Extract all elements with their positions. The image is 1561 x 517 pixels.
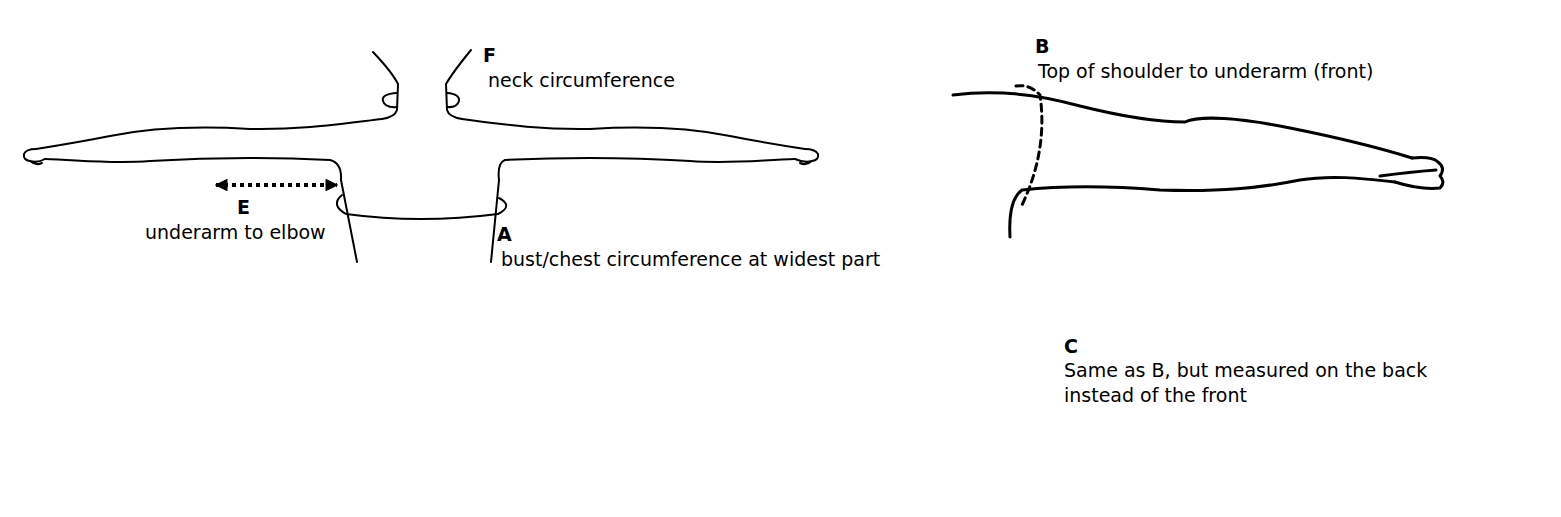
right-arm-top [462, 119, 805, 149]
underarm-elbow-arrow [216, 183, 337, 187]
right-arm-bottom [491, 158, 795, 262]
side-arm-bottom [1010, 177, 1395, 237]
callout-letter: A [497, 222, 512, 247]
measurement-label: Same as B, but measured on the back inst… [1064, 358, 1494, 408]
neck-tape [383, 93, 397, 107]
left-hand [24, 149, 45, 164]
neck-outline [373, 52, 398, 119]
measurement-label: neck circumference [488, 68, 675, 93]
neck-outline [446, 50, 471, 119]
side-hand [1380, 158, 1443, 189]
side-arm-top [953, 93, 1412, 158]
measurement-label: underarm to elbow [145, 220, 326, 245]
shoulder-tape [1016, 86, 1042, 205]
measurement-label: Top of shoulder to underarm (front) [1038, 59, 1373, 84]
callout-letter: E [237, 195, 250, 220]
callout-letter: F [483, 43, 496, 68]
left-arm-top [36, 119, 382, 149]
chest-tape [337, 195, 506, 219]
right-hand [795, 149, 818, 164]
callout-letter: B [1035, 34, 1049, 59]
measurement-label: bust/chest circumference at widest part [501, 247, 880, 272]
left-arm-bottom [45, 158, 357, 262]
callout-letter: C [1064, 334, 1078, 359]
neck-tape [447, 93, 459, 107]
